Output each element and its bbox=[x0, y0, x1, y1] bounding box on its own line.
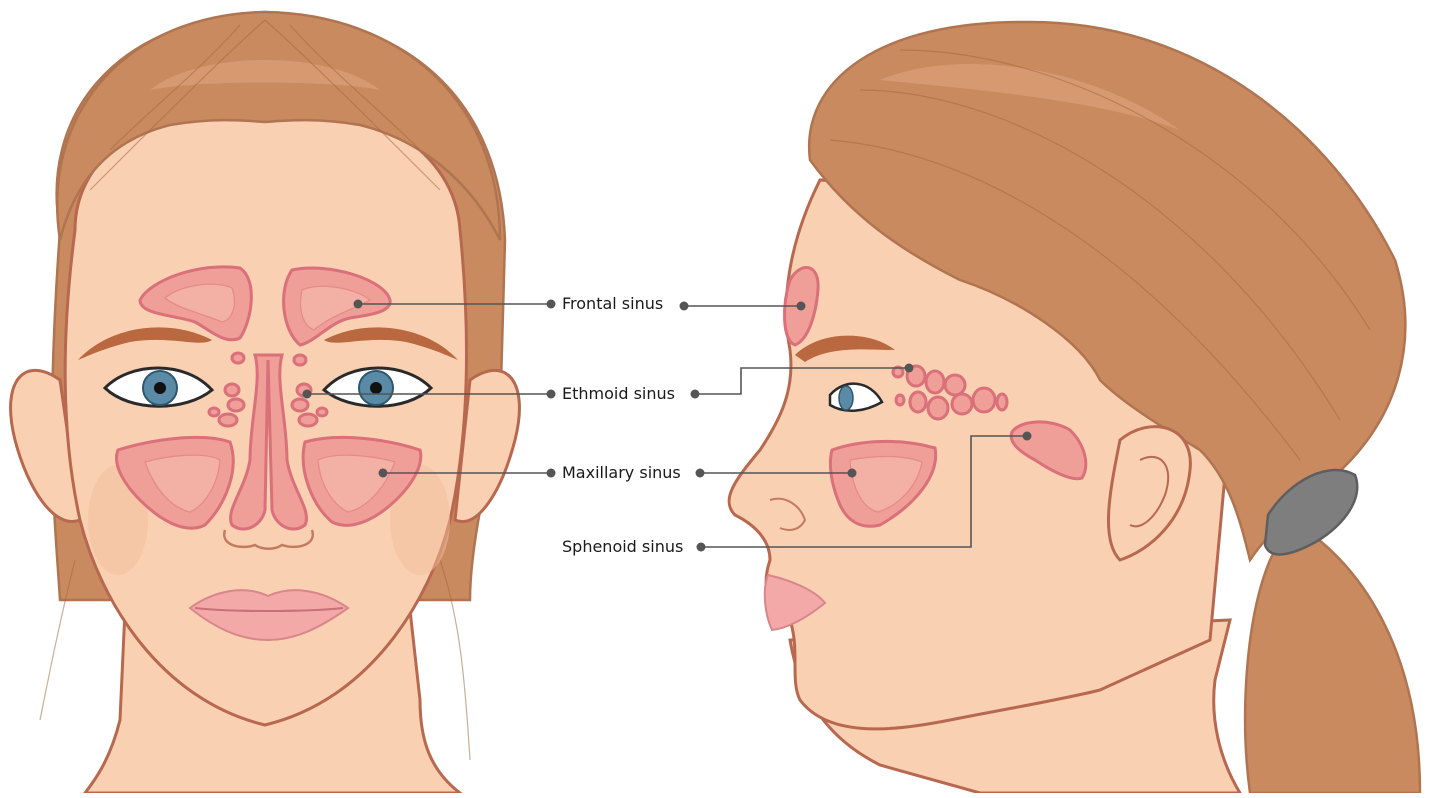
front-hair-strand-left bbox=[40, 560, 75, 720]
front-view bbox=[11, 12, 520, 793]
leader-maxillary-front-dot-b bbox=[547, 469, 556, 478]
leader-sphenoid-side-dot-b bbox=[1023, 432, 1032, 441]
label-ethmoid-sinus: Ethmoid sinus bbox=[562, 384, 675, 404]
leader-ethmoid-front-dot-a bbox=[303, 390, 312, 399]
leader-sphenoid-side-dot-a bbox=[697, 543, 706, 552]
leader-maxillary-side-dot-a bbox=[696, 469, 705, 478]
side-iris bbox=[839, 386, 853, 410]
leader-frontal-front-dot-b bbox=[547, 300, 556, 309]
label-maxillary-sinus: Maxillary sinus bbox=[562, 463, 681, 483]
front-pupil-left bbox=[154, 382, 166, 394]
leader-maxillary-side-dot-b bbox=[848, 469, 857, 478]
leader-ethmoid-side-dot-b bbox=[905, 364, 914, 373]
side-view bbox=[729, 22, 1420, 793]
side-ponytail bbox=[1245, 520, 1420, 793]
leader-frontal-front-dot-a bbox=[354, 300, 363, 309]
leader-ethmoid-side-dot-a bbox=[691, 390, 700, 399]
label-frontal-sinus: Frontal sinus bbox=[562, 294, 663, 314]
leader-frontal-side-dot-a bbox=[680, 302, 689, 311]
front-pupil-right bbox=[370, 382, 382, 394]
label-sphenoid-sinus: Sphenoid sinus bbox=[562, 537, 683, 557]
leader-frontal-side-dot-b bbox=[797, 302, 806, 311]
leader-maxillary-front-dot-a bbox=[379, 469, 388, 478]
leader-ethmoid-front-dot-b bbox=[547, 390, 556, 399]
